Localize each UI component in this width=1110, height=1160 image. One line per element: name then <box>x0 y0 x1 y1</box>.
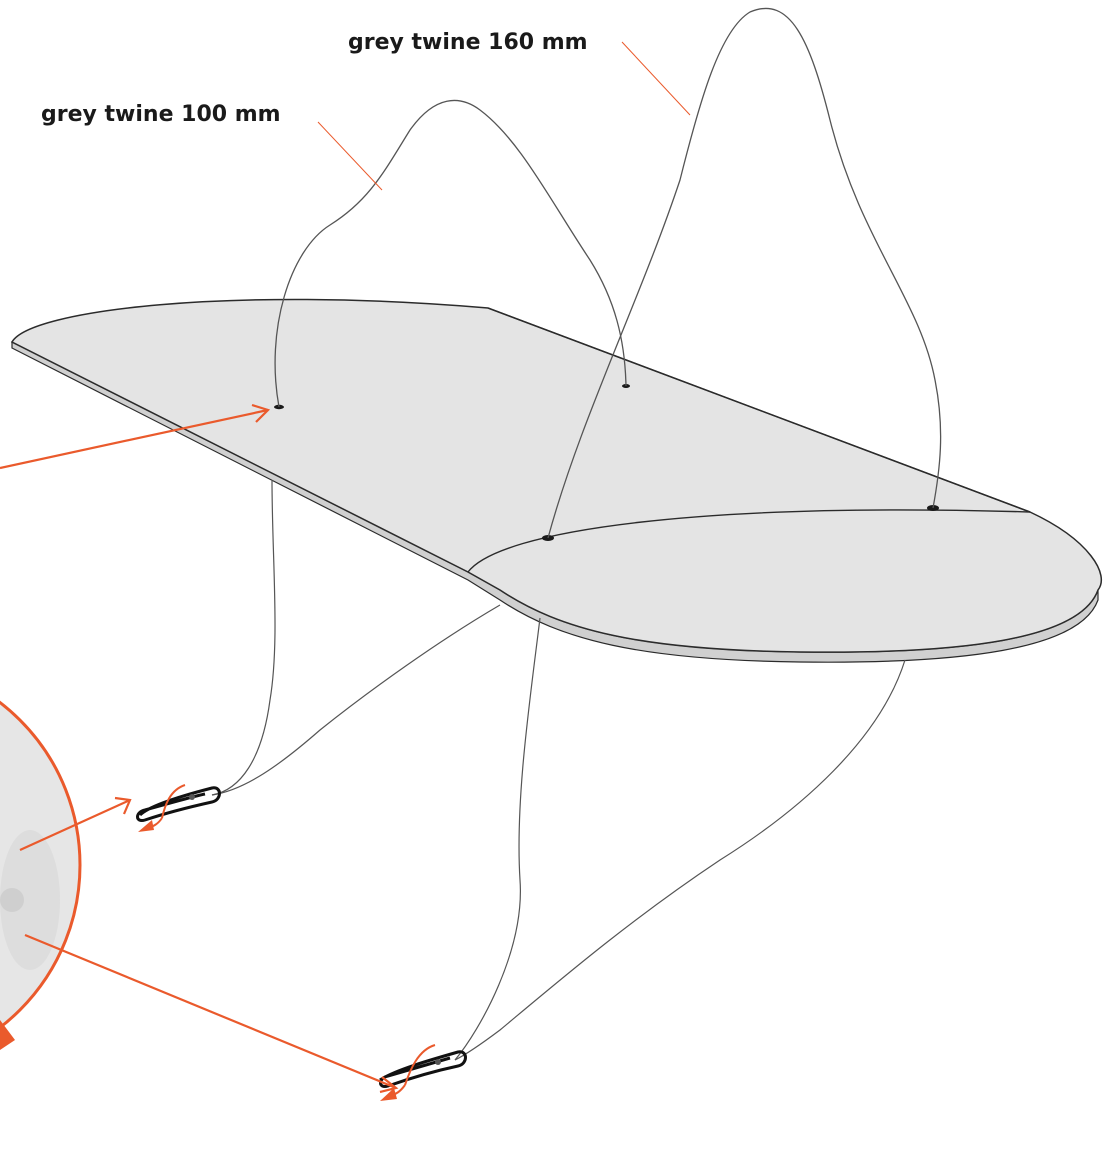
attachment-photo-inset <box>0 700 82 1050</box>
twine-lower <box>211 604 501 796</box>
rotation-arrow-icon <box>138 784 186 832</box>
twine-lower <box>211 479 276 796</box>
hanging-clip-icon <box>136 786 221 822</box>
callout-line-100 <box>317 121 383 191</box>
rotation-arrow-icon <box>380 1044 436 1101</box>
pointer-arrow <box>0 403 271 470</box>
board-top <box>10 298 1103 653</box>
twine-160-label: grey twine 160 mm <box>348 30 588 55</box>
twine-160-upper <box>547 7 942 539</box>
board-panel-line <box>467 509 1031 573</box>
callout-line-160 <box>621 41 691 116</box>
board-panel-line <box>487 307 1031 513</box>
pointer-arrow <box>19 796 132 852</box>
twine-lower <box>454 659 906 1061</box>
pointer-arrow <box>24 933 399 1094</box>
hanging-clip-icon <box>379 1050 467 1088</box>
twine-100-upper <box>274 99 627 408</box>
twine-100-label: grey twine 100 mm <box>41 102 281 127</box>
twine-lower <box>454 617 541 1061</box>
